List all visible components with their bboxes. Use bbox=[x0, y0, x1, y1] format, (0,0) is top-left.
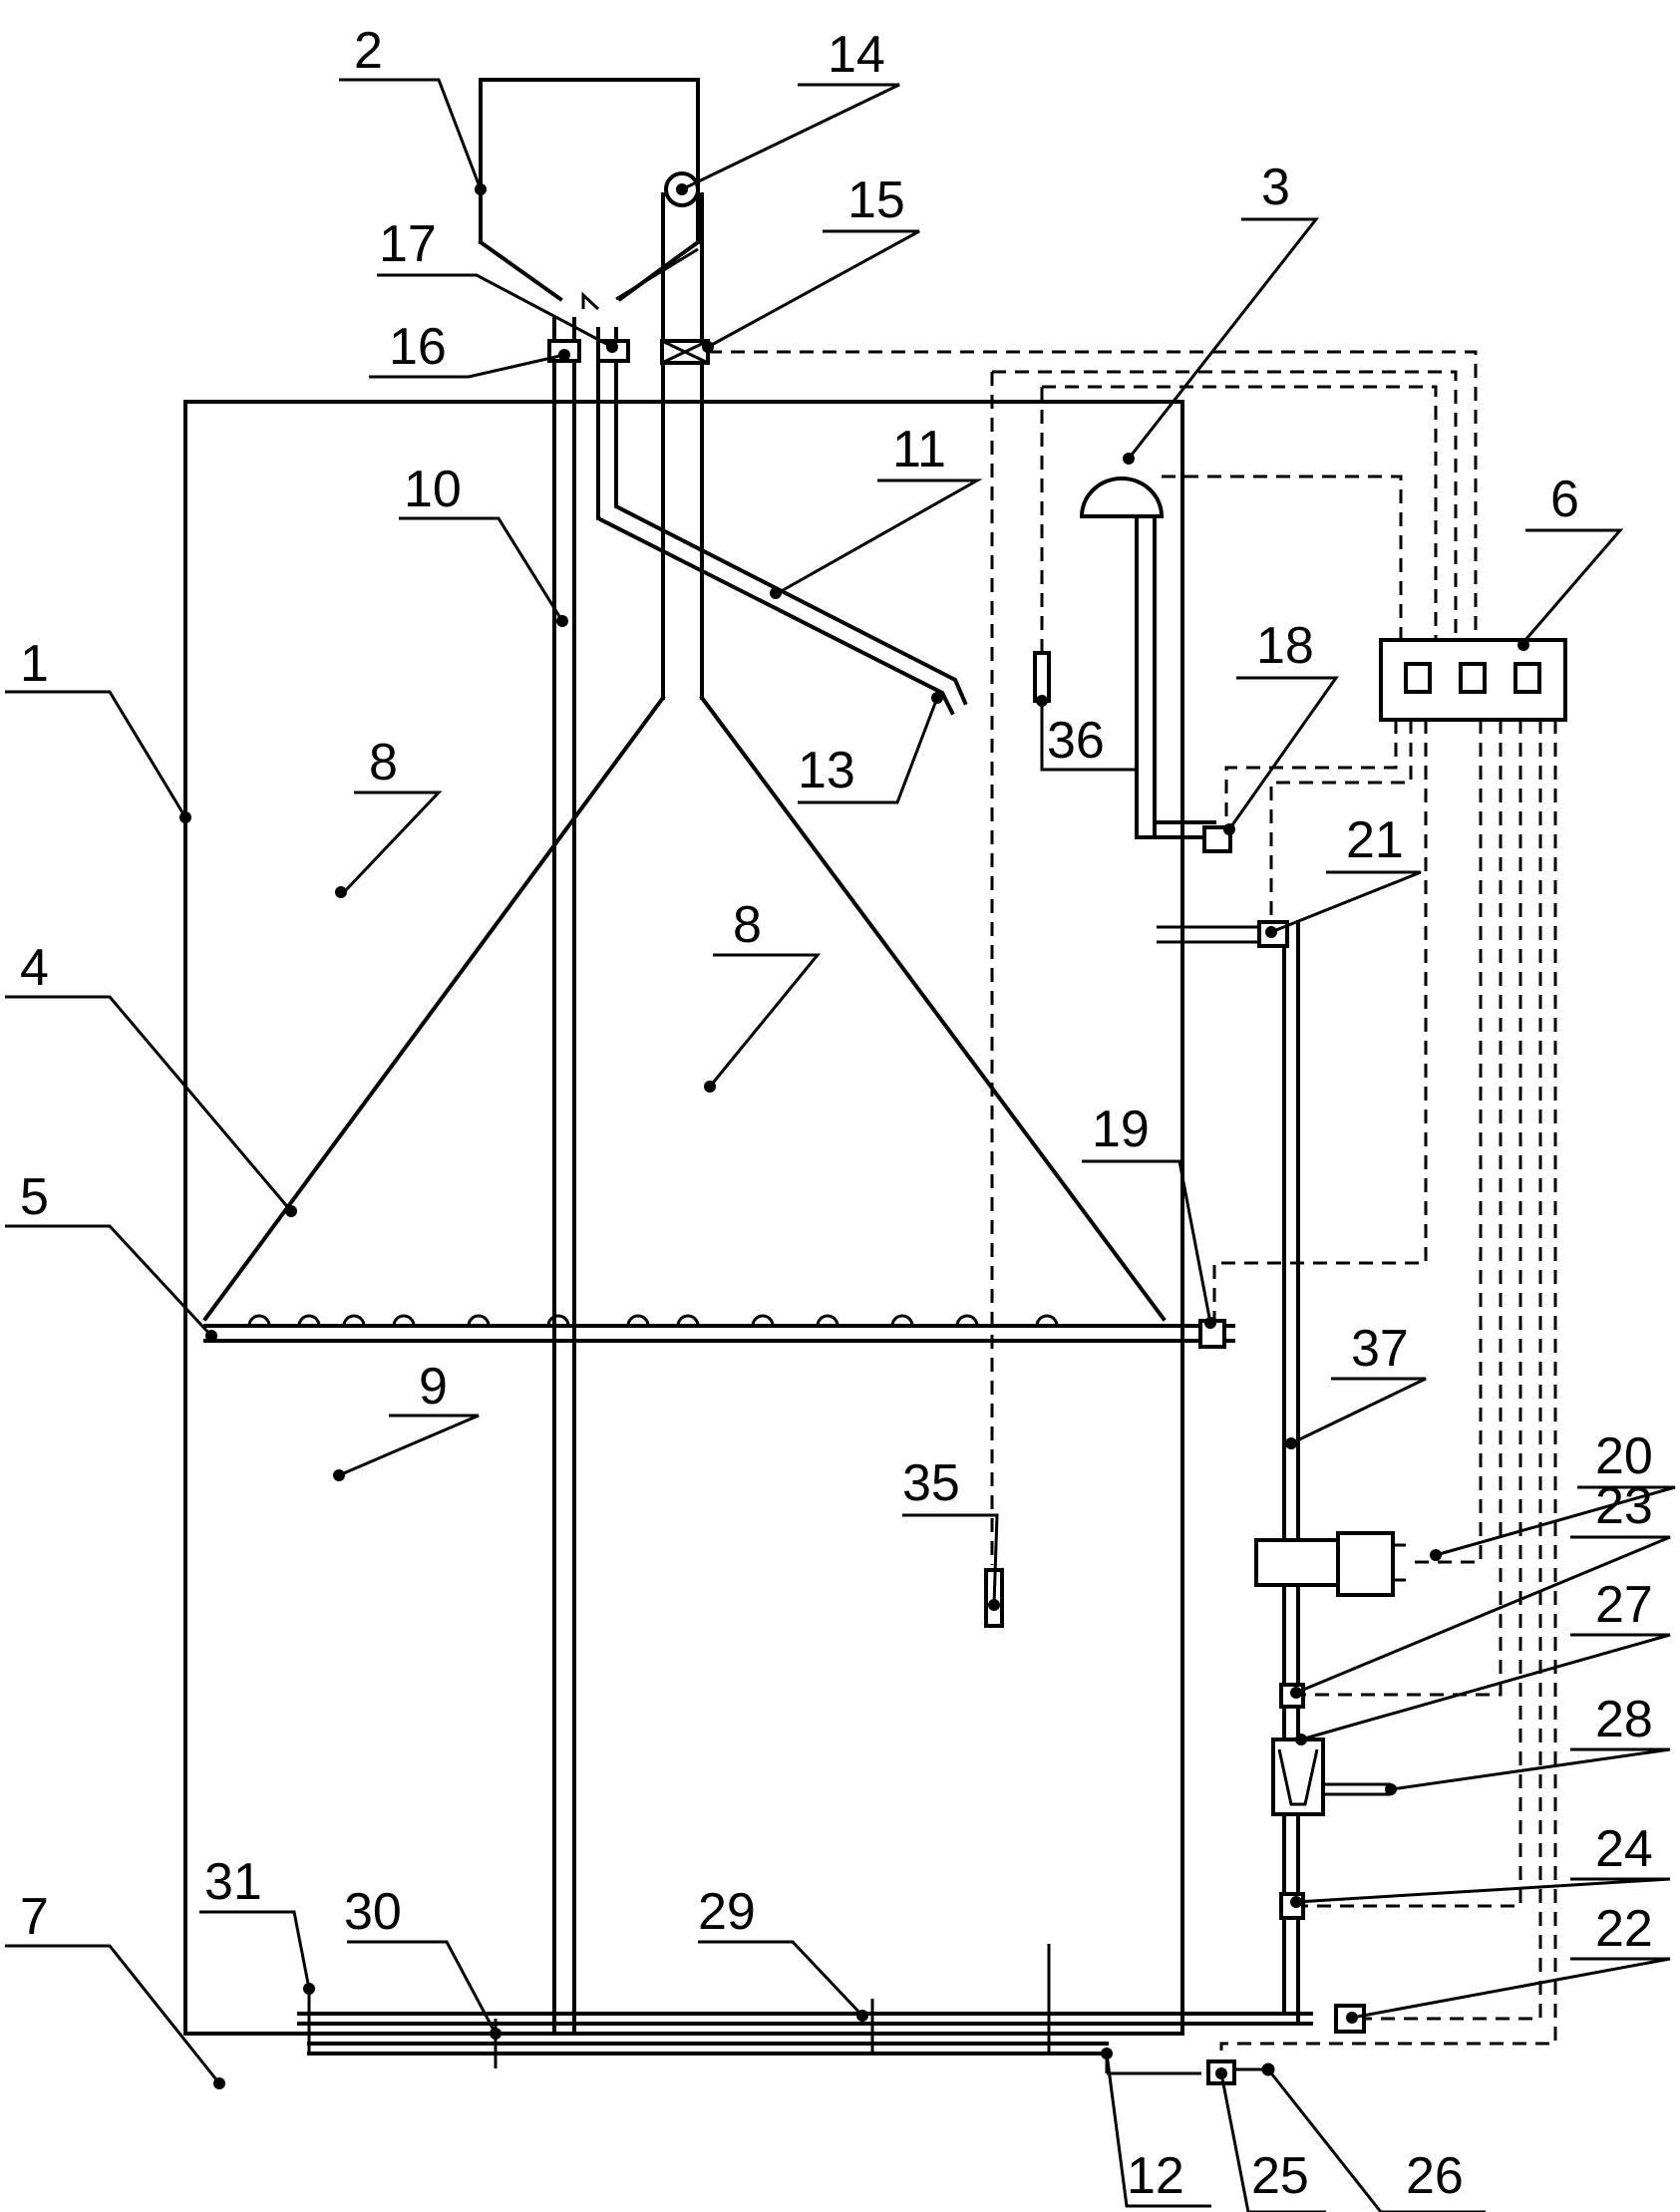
inclined-pipe-outer bbox=[596, 327, 955, 716]
label-1: 1 bbox=[20, 635, 49, 693]
tank-body bbox=[183, 400, 1184, 2036]
label-11: 11 bbox=[892, 421, 946, 478]
label-35: 35 bbox=[902, 1454, 960, 1512]
label-23: 23 bbox=[1595, 1477, 1653, 1535]
nozzle-row bbox=[247, 1314, 1059, 1327]
controller-port-3 bbox=[1513, 662, 1541, 694]
label-31: 31 bbox=[204, 1853, 262, 1911]
label-8a: 8 bbox=[369, 734, 398, 791]
label-19: 19 bbox=[1092, 1101, 1150, 1158]
leaders bbox=[5, 78, 1676, 2212]
label-25: 25 bbox=[1251, 2147, 1309, 2205]
label-5: 5 bbox=[20, 1168, 49, 1226]
cone-baffle-left bbox=[202, 695, 666, 1322]
label-12: 12 bbox=[1127, 2147, 1184, 2205]
label-6: 6 bbox=[1550, 471, 1579, 528]
label-13: 13 bbox=[798, 742, 855, 799]
sensor-3 bbox=[1079, 476, 1165, 518]
controller-port-2 bbox=[1459, 662, 1487, 694]
label-36: 36 bbox=[1047, 712, 1105, 770]
pipe-elbow bbox=[664, 171, 700, 207]
label-10: 10 bbox=[404, 461, 462, 518]
label-24: 24 bbox=[1595, 1820, 1653, 1878]
label-2: 2 bbox=[354, 22, 383, 80]
label-18: 18 bbox=[1256, 617, 1314, 675]
label-8b: 8 bbox=[733, 896, 762, 954]
label-26: 26 bbox=[1406, 2147, 1464, 2205]
label-16: 16 bbox=[389, 318, 447, 376]
label-7: 7 bbox=[20, 1888, 49, 1946]
label-27: 27 bbox=[1595, 1576, 1653, 1634]
part-labels: 1 2 3 4 5 6 7 8 8 9 10 11 12 13 14 15 16… bbox=[20, 22, 1653, 2205]
label-22: 22 bbox=[1595, 1900, 1653, 1958]
label-21: 21 bbox=[1346, 811, 1404, 869]
pump-motor bbox=[1336, 1531, 1395, 1597]
label-28: 28 bbox=[1595, 1691, 1653, 1748]
label-9: 9 bbox=[419, 1358, 448, 1416]
label-37: 37 bbox=[1351, 1320, 1409, 1378]
label-30: 30 bbox=[344, 1883, 402, 1941]
label-4: 4 bbox=[20, 939, 49, 997]
label-17: 17 bbox=[379, 215, 437, 273]
label-14: 14 bbox=[828, 26, 885, 84]
hopper bbox=[479, 78, 700, 244]
label-20: 20 bbox=[1595, 1427, 1653, 1485]
cone-baffle-right bbox=[699, 695, 1167, 1322]
label-15: 15 bbox=[847, 171, 905, 229]
pump-body bbox=[1254, 1538, 1340, 1587]
signal-lines bbox=[708, 350, 1557, 2061]
controller-port-1 bbox=[1404, 662, 1432, 694]
valve-18 bbox=[1202, 825, 1232, 853]
label-29: 29 bbox=[698, 1883, 756, 1941]
probe-36 bbox=[1033, 651, 1051, 703]
label-3: 3 bbox=[1261, 158, 1290, 216]
